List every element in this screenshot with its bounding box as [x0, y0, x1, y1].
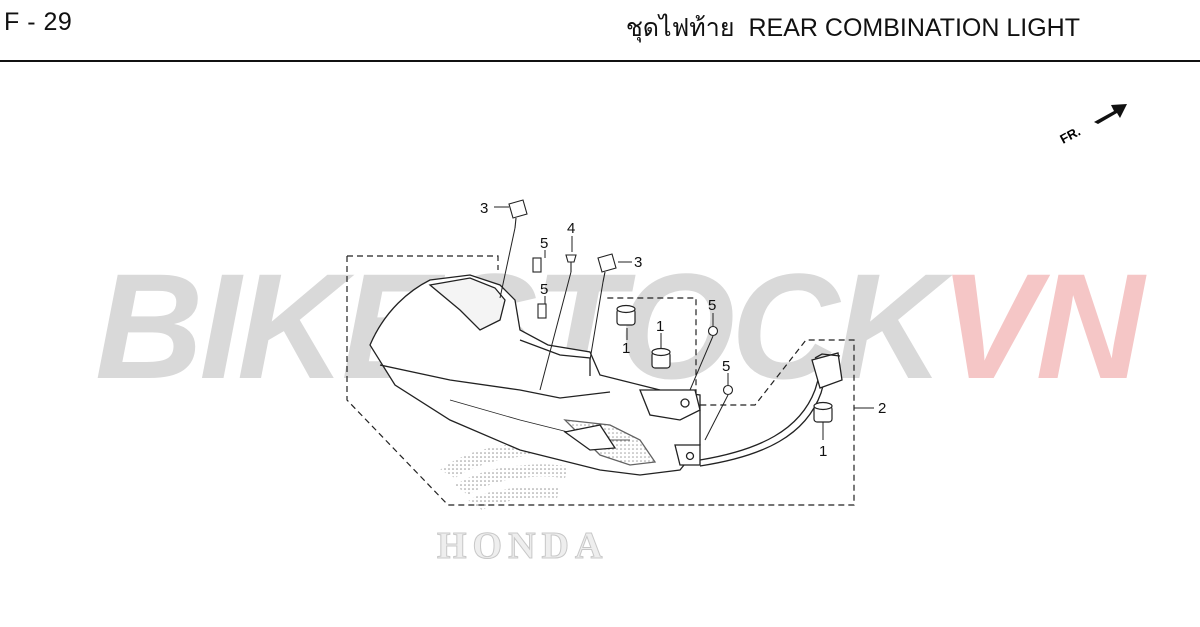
header-divider	[0, 60, 1200, 62]
callout-1-b: 1	[656, 318, 664, 335]
callout-2: 2	[878, 400, 886, 417]
honda-brand-watermark: HONDA	[437, 525, 608, 567]
callout-5-d: 5	[722, 358, 730, 375]
callout-3-top: 3	[480, 200, 488, 217]
page-title: ชุดไฟท้าย REAR COMBINATION LIGHT	[626, 8, 1080, 48]
callout-1-c: 1	[819, 443, 827, 460]
callout-5-a: 5	[540, 235, 548, 252]
rubber-grommet	[616, 304, 833, 423]
callout-labels: 3 5 4 3 5 1 1 5 5 2 1	[480, 200, 886, 460]
callout-5-c: 5	[708, 297, 716, 314]
front-direction-indicator: FR.	[1057, 104, 1127, 147]
front-arrow-icon	[1094, 104, 1127, 124]
assembly-outline	[346, 255, 855, 506]
wire-harness	[699, 352, 843, 467]
title-english: REAR COMBINATION LIGHT	[748, 14, 1080, 42]
title-thai: ชุดไฟท้าย	[625, 14, 735, 42]
callout-5-b: 5	[540, 281, 548, 298]
callout-1-a: 1	[622, 340, 630, 357]
page-header: F - 29 ชุดไฟท้าย REAR COMBINATION LIGHT	[0, 0, 1200, 60]
page-code: F - 29	[4, 8, 73, 36]
callout-3-mid: 3	[634, 254, 642, 271]
tail-light-housing	[369, 274, 701, 476]
leader-lines	[494, 206, 874, 441]
fr-label: FR.	[1057, 124, 1083, 147]
callout-4: 4	[567, 220, 575, 237]
fasteners	[508, 199, 734, 396]
